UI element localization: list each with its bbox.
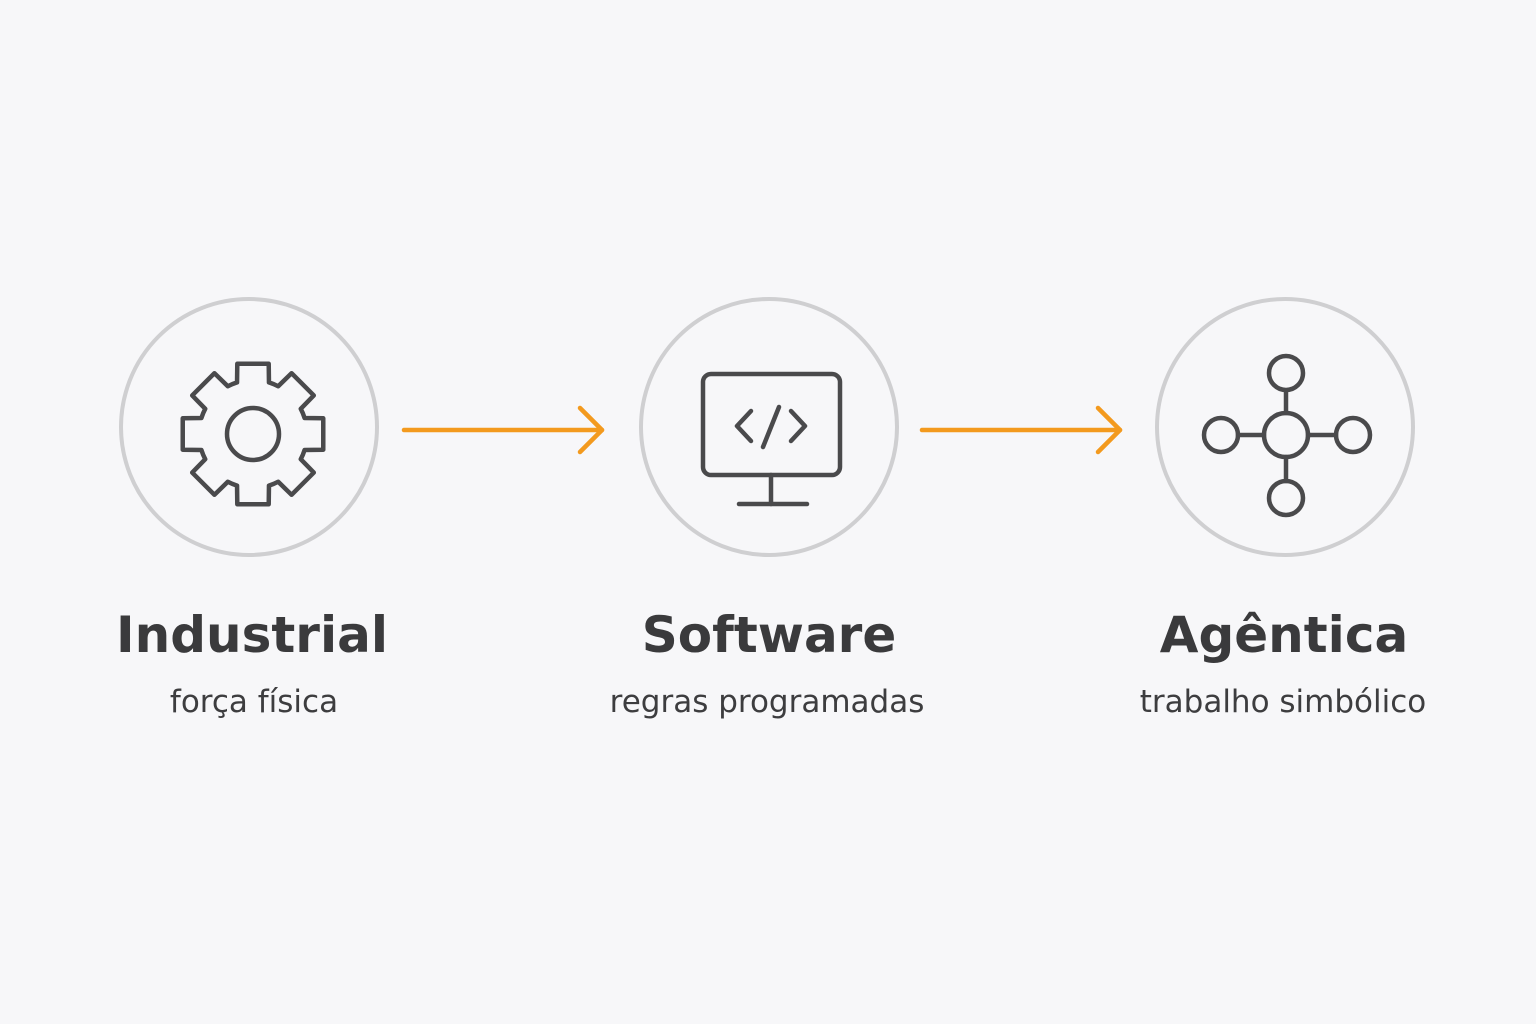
stage-industrial-subtitle: força física (169, 684, 339, 720)
stage-software-circle (639, 297, 899, 557)
stage-industrial-title: Industrial (116, 606, 388, 664)
stage-software-subtitle: regras programadas (609, 684, 925, 720)
arrow-right-icon (919, 405, 1123, 455)
arrow-right-icon (401, 405, 605, 455)
stage-agentica-circle (1155, 297, 1415, 557)
gear-icon (180, 361, 326, 507)
stage-agentica-subtitle: trabalho simbólico (1139, 684, 1427, 720)
network-nodes-icon (1201, 353, 1373, 518)
code-monitor-icon (700, 371, 843, 507)
stage-industrial-circle (119, 297, 379, 557)
stage-software-title: Software (641, 606, 897, 664)
stage-agentica-title: Agêntica (1159, 606, 1409, 664)
